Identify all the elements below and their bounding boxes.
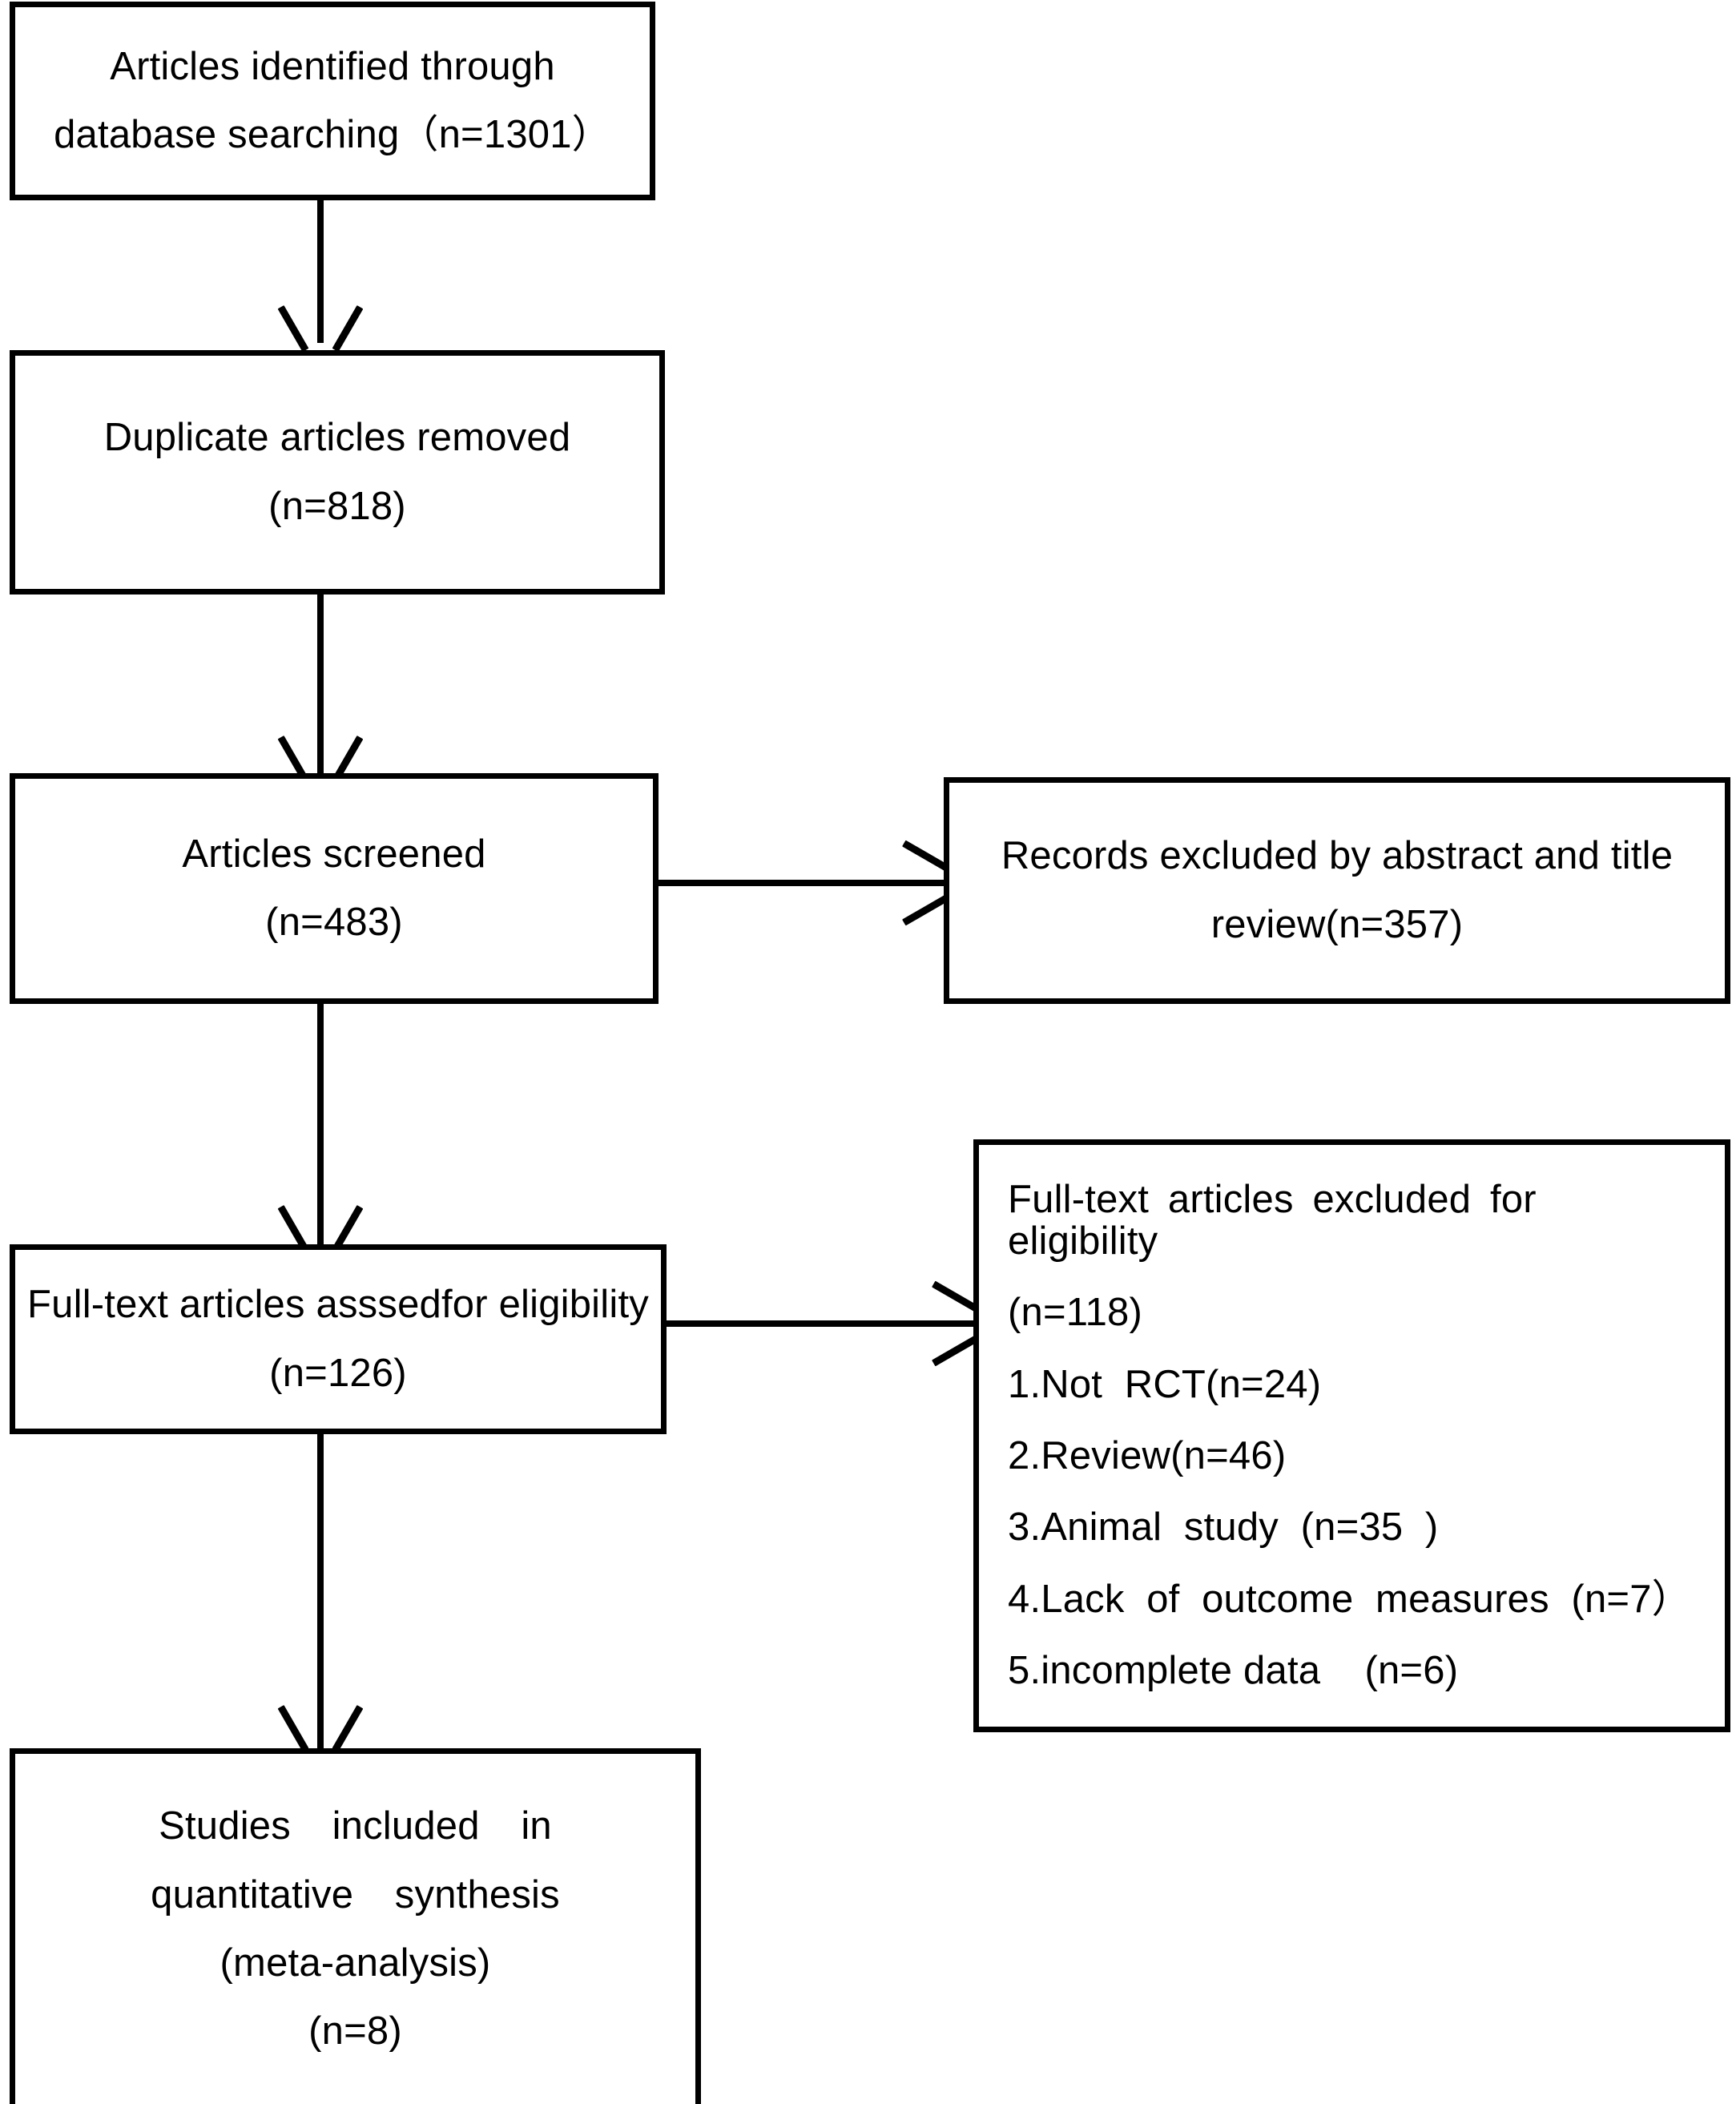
box-articles-screened-line-2: (n=483) — [265, 901, 403, 944]
connector-fulltext-to-included-line — [317, 1434, 324, 1748]
connector-screened-to-records-excluded-line — [659, 880, 944, 886]
box-articles-screened-line-1: Articles screened — [182, 832, 486, 876]
box-duplicate-articles-removed-line-1: Duplicate articles removed — [103, 416, 571, 460]
box-records-excluded-line-1: Records excluded by abstract and title — [1001, 834, 1674, 878]
box-duplicate-articles-removed: Duplicate articles removed (n=818) — [10, 350, 665, 595]
exclusion-reason-item-1: 1.Not RCT(n=24) — [1008, 1362, 1322, 1406]
connector-screened-to-fulltext-line — [317, 1004, 324, 1246]
box-articles-screened: Articles screened (n=483) — [10, 773, 659, 1004]
box-fulltext-articles-excluded: Full-text articles excluded for eligibil… — [973, 1139, 1730, 1732]
connector-fulltext-to-excluded-arrowhead-icon — [927, 1280, 979, 1367]
box-fulltext-articles-assessed-line-1: Full-text articles asssedfor eligibility — [27, 1283, 649, 1327]
connector-screened-to-records-excluded-arrowhead-icon — [897, 840, 949, 926]
connector-identification-to-duplicates-arrowhead-icon — [277, 300, 364, 353]
box-articles-identified: Articles identified through database sea… — [10, 2, 655, 200]
connector-duplicates-to-screened-line — [317, 595, 324, 775]
box-studies-included-line-2: quantitative synthesis — [151, 1872, 560, 1917]
connector-identification-to-duplicates-line — [317, 200, 324, 343]
exclusion-reason-item-2: 2.Review(n=46) — [1008, 1434, 1287, 1477]
box-records-excluded: Records excluded by abstract and title r… — [944, 777, 1730, 1004]
box-articles-identified-line-1: Articles identified through — [110, 44, 555, 88]
connector-screened-to-fulltext-arrowhead-icon — [277, 1200, 364, 1252]
box-studies-included-line-4: (n=8) — [308, 2009, 402, 2054]
box-fulltext-articles-excluded-heading: Full-text articles excluded for eligibil… — [1008, 1178, 1537, 1263]
connector-duplicates-to-screened-arrowhead-icon — [277, 731, 364, 783]
box-records-excluded-line-2: review(n=357) — [1210, 902, 1464, 946]
connector-fulltext-to-excluded-line — [667, 1320, 973, 1327]
box-studies-included: Studies included in quantitative synthes… — [10, 1748, 701, 2104]
box-fulltext-articles-assessed-line-2: (n=126) — [269, 1351, 407, 1395]
box-fulltext-articles-excluded-count: (n=118) — [1008, 1291, 1143, 1335]
box-studies-included-line-1: Studies included in — [159, 1804, 552, 1848]
exclusion-reason-item-3: 3.Animal study (n=35 ) — [1008, 1505, 1439, 1550]
box-fulltext-articles-assessed: Full-text articles asssedfor eligibility… — [10, 1244, 667, 1434]
exclusion-reason-item-5: 5.incomplete data (n=6) — [1008, 1649, 1459, 1693]
connector-fulltext-to-included-arrowhead-icon — [277, 1700, 364, 1752]
box-studies-included-line-3: (meta-analysis) — [220, 1941, 491, 1985]
exclusion-reason-item-4: 4.Lack of outcome measures (n=7） — [1008, 1577, 1691, 1621]
box-articles-identified-line-2: database searching（n=1301） — [54, 113, 611, 156]
box-duplicate-articles-removed-line-2: (n=818) — [268, 484, 406, 528]
